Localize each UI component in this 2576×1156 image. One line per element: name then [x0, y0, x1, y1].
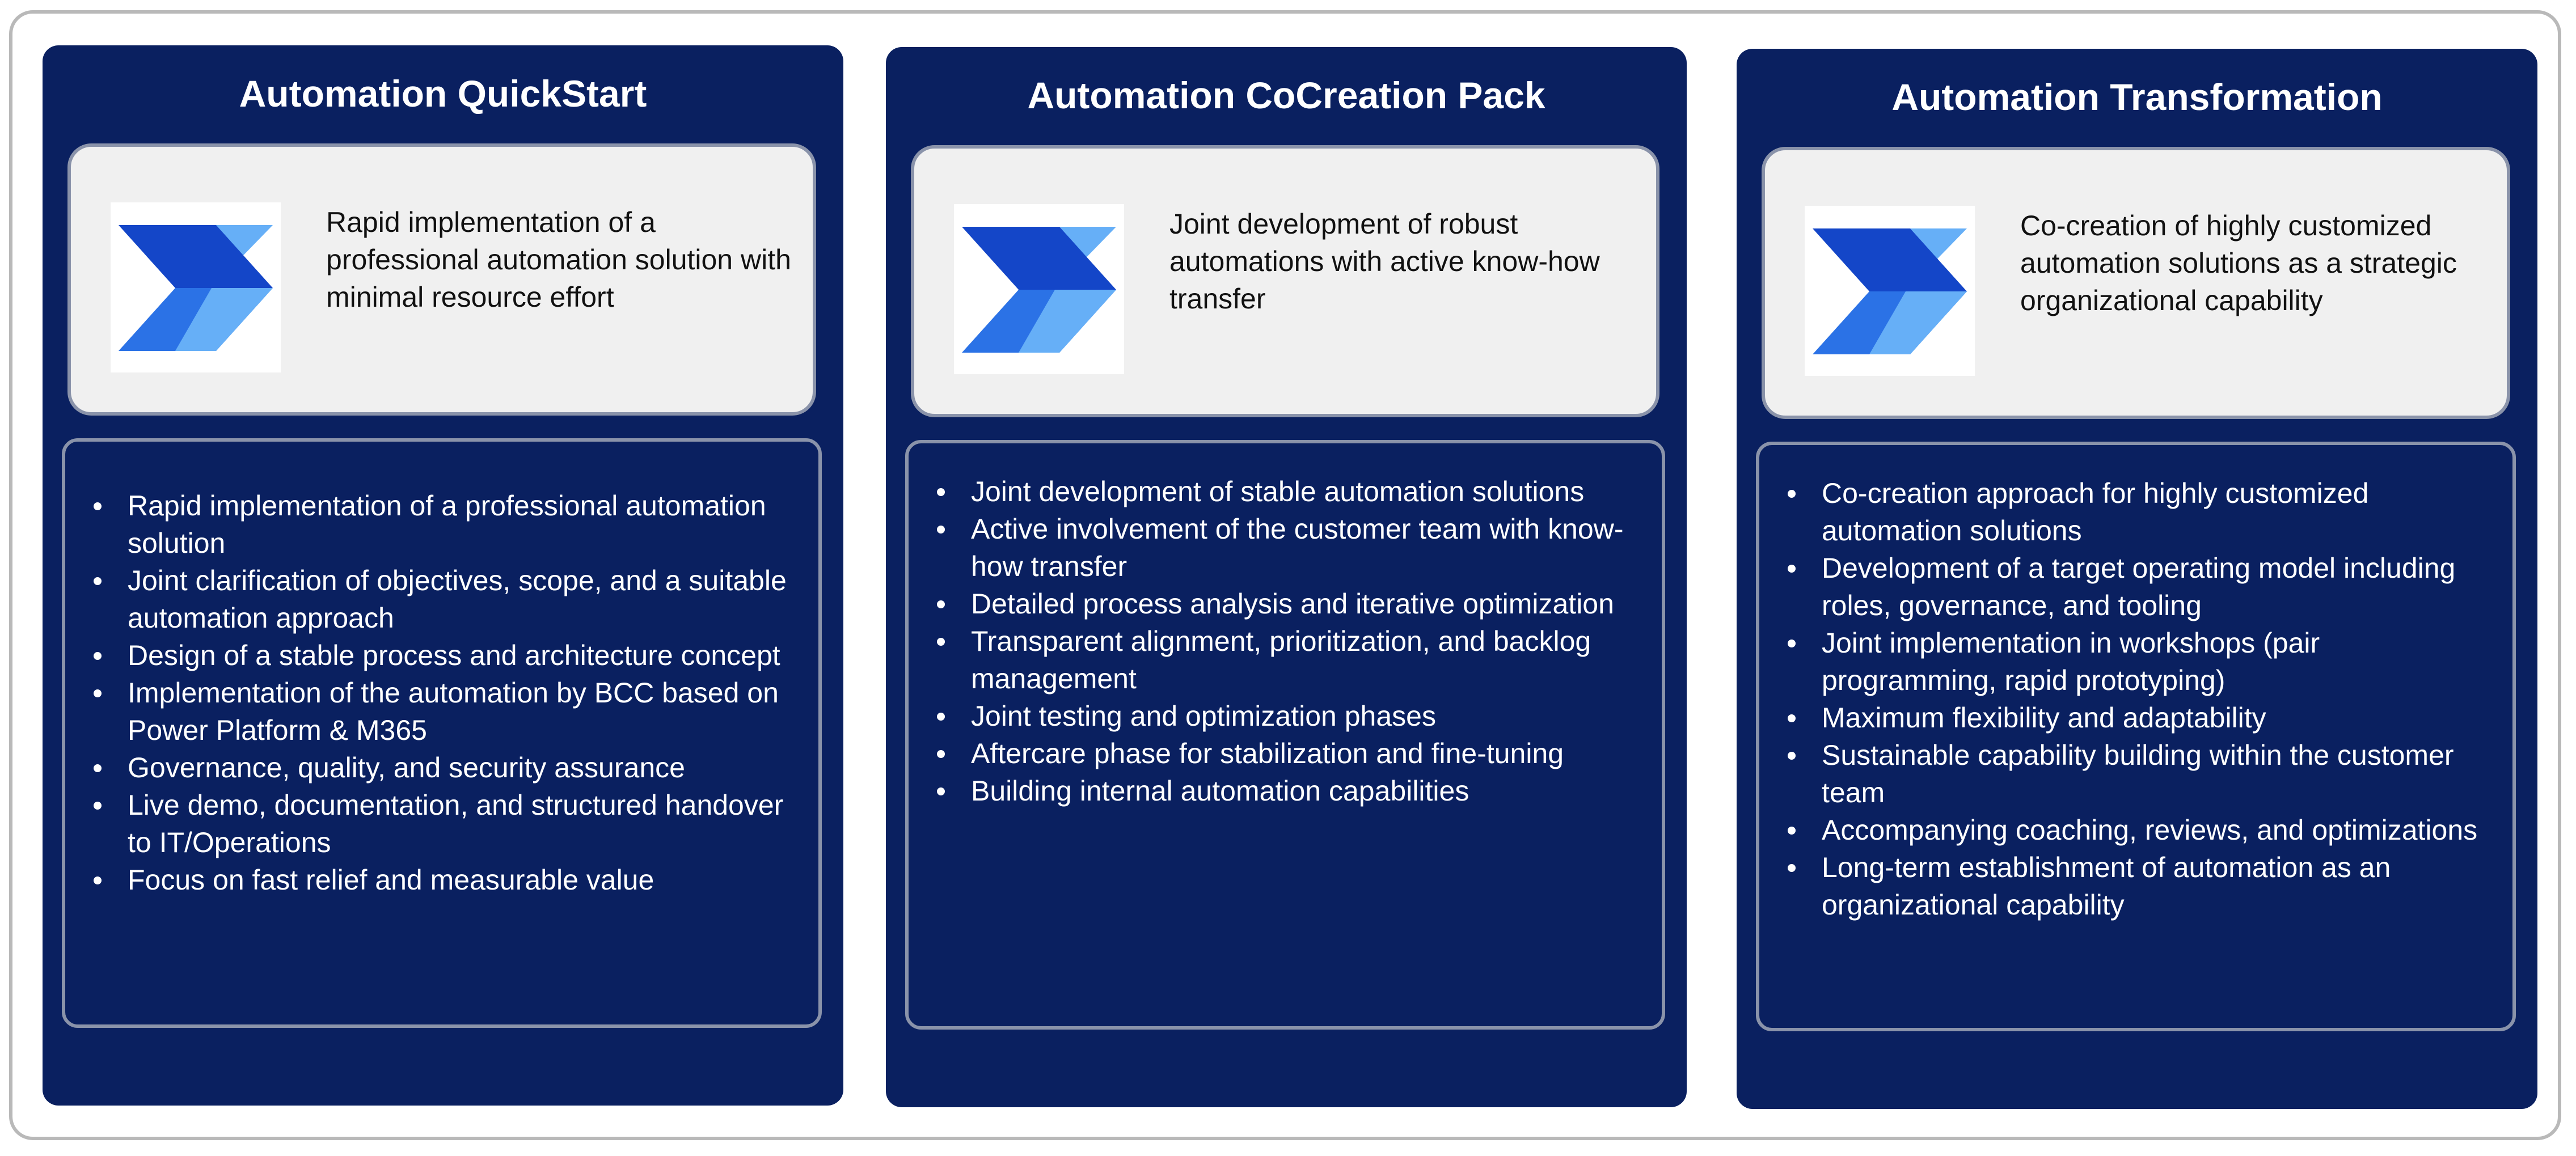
list-item: Joint implementation in workshops (pair … [1788, 624, 2502, 699]
offering-card-transformation: Automation Transformation Co-creation of… [1737, 49, 2537, 1109]
list-item: Accompanying coaching, reviews, and opti… [1788, 811, 2502, 849]
offering-card-quickstart: Automation QuickStart Rapid implementati… [43, 45, 843, 1106]
list-item: Focus on fast relief and measurable valu… [94, 861, 808, 899]
list-item: Long-term establishment of automation as… [1788, 849, 2502, 924]
card-title: Automation Transformation [1891, 76, 2383, 118]
list-item: Co-creation approach for highly customiz… [1788, 475, 2502, 549]
power-automate-icon [111, 202, 281, 372]
details-box: Co-creation approach for highly customiz… [1756, 442, 2516, 1031]
list-item: Sustainable capability building within t… [1788, 736, 2502, 811]
list-item: Joint development of stable automation s… [937, 473, 1652, 510]
summary-box: Joint development of robust automations … [911, 145, 1659, 417]
summary-text: Co-creation of highly customized automat… [2020, 210, 2457, 316]
list-item: Detailed process analysis and iterative … [937, 585, 1652, 623]
summary-text: Joint development of robust automations … [1169, 208, 1600, 315]
list-item: Implementation of the automation by BCC … [94, 674, 808, 749]
details-list: Co-creation approach for highly customiz… [1759, 475, 2502, 924]
list-item: Joint testing and optimization phases [937, 697, 1652, 735]
list-item: Joint clarification of objectives, scope… [94, 562, 808, 637]
details-box: Rapid implementation of a professional a… [62, 438, 822, 1028]
card-title: Automation CoCreation Pack [1027, 74, 1545, 116]
offering-card-cocreation: Automation CoCreation Pack Joint develop… [886, 47, 1687, 1107]
summary-box: Rapid implementation of a professional a… [67, 143, 816, 416]
list-item: Development of a target operating model … [1788, 549, 2502, 624]
list-item: Building internal automation capabilitie… [937, 772, 1652, 810]
list-item: Transparent alignment, prioritization, a… [937, 623, 1652, 697]
list-item: Active involvement of the customer team … [937, 510, 1652, 585]
details-box: Joint development of stable automation s… [905, 440, 1665, 1030]
list-item: Design of a stable process and architect… [94, 637, 808, 674]
details-list: Rapid implementation of a professional a… [65, 487, 808, 899]
summary-text: Rapid implementation of a professional a… [326, 206, 791, 313]
card-title: Automation QuickStart [239, 73, 647, 115]
list-item: Governance, quality, and security assura… [94, 749, 808, 786]
power-automate-icon [1805, 206, 1975, 376]
details-list: Joint development of stable automation s… [909, 473, 1652, 810]
list-item: Aftercare phase for stabilization and fi… [937, 735, 1652, 772]
list-item: Rapid implementation of a professional a… [94, 487, 808, 562]
summary-box: Co-creation of highly customized automat… [1762, 147, 2510, 419]
power-automate-icon [954, 204, 1124, 374]
list-item: Live demo, documentation, and structured… [94, 786, 808, 861]
list-item: Maximum flexibility and adaptability [1788, 699, 2502, 736]
